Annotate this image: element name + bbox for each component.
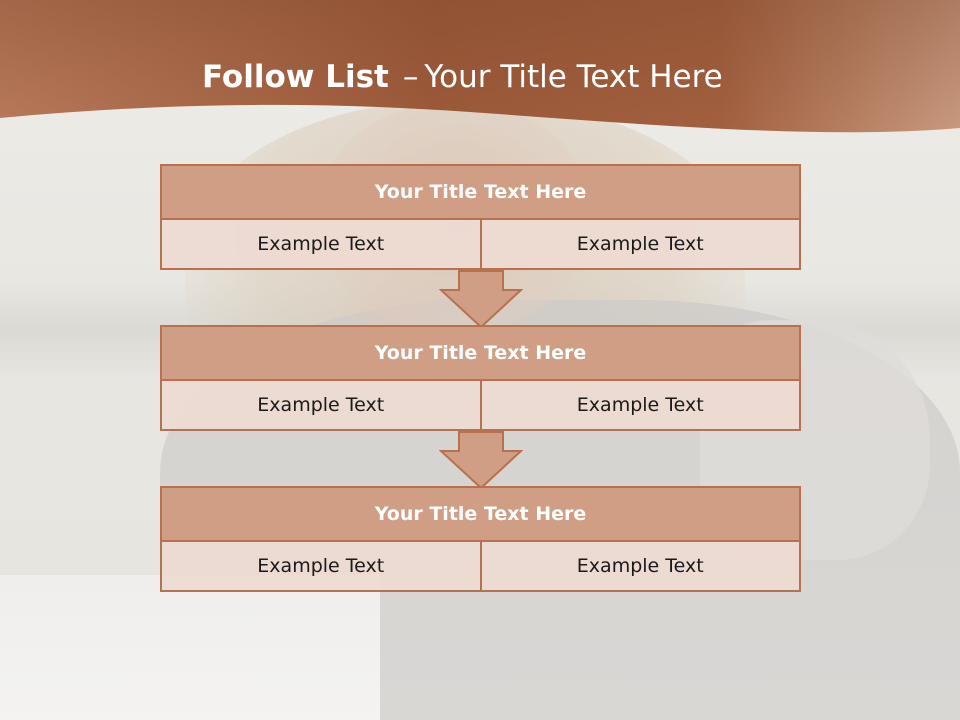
- block-cell-left: Example Text: [160, 220, 482, 270]
- block-cell-right: Example Text: [481, 220, 801, 270]
- page-title-separator: –: [402, 59, 419, 95]
- block-cell-right: Example Text: [481, 542, 801, 592]
- block-title: Your Title Text Here: [160, 486, 801, 542]
- down-arrow-icon: [439, 431, 523, 489]
- block-row: Example Text Example Text: [160, 220, 801, 270]
- list-block-3: Your Title Text Here Example Text Exampl…: [160, 486, 801, 592]
- title-band: Follow List–Your Title Text Here: [0, 0, 960, 140]
- page-title: Follow List–Your Title Text Here: [202, 54, 723, 100]
- page-title-rest: Your Title Text Here: [424, 59, 723, 95]
- page-title-bold: Follow List: [202, 59, 389, 95]
- block-cell-left: Example Text: [160, 381, 482, 431]
- block-cell-right: Example Text: [481, 381, 801, 431]
- block-cell-left: Example Text: [160, 542, 482, 592]
- list-block-2: Your Title Text Here Example Text Exampl…: [160, 325, 801, 431]
- down-arrow-icon: [439, 270, 523, 328]
- list-block-1: Your Title Text Here Example Text Exampl…: [160, 164, 801, 270]
- block-row: Example Text Example Text: [160, 542, 801, 592]
- block-title: Your Title Text Here: [160, 325, 801, 381]
- block-row: Example Text Example Text: [160, 381, 801, 431]
- block-title: Your Title Text Here: [160, 164, 801, 220]
